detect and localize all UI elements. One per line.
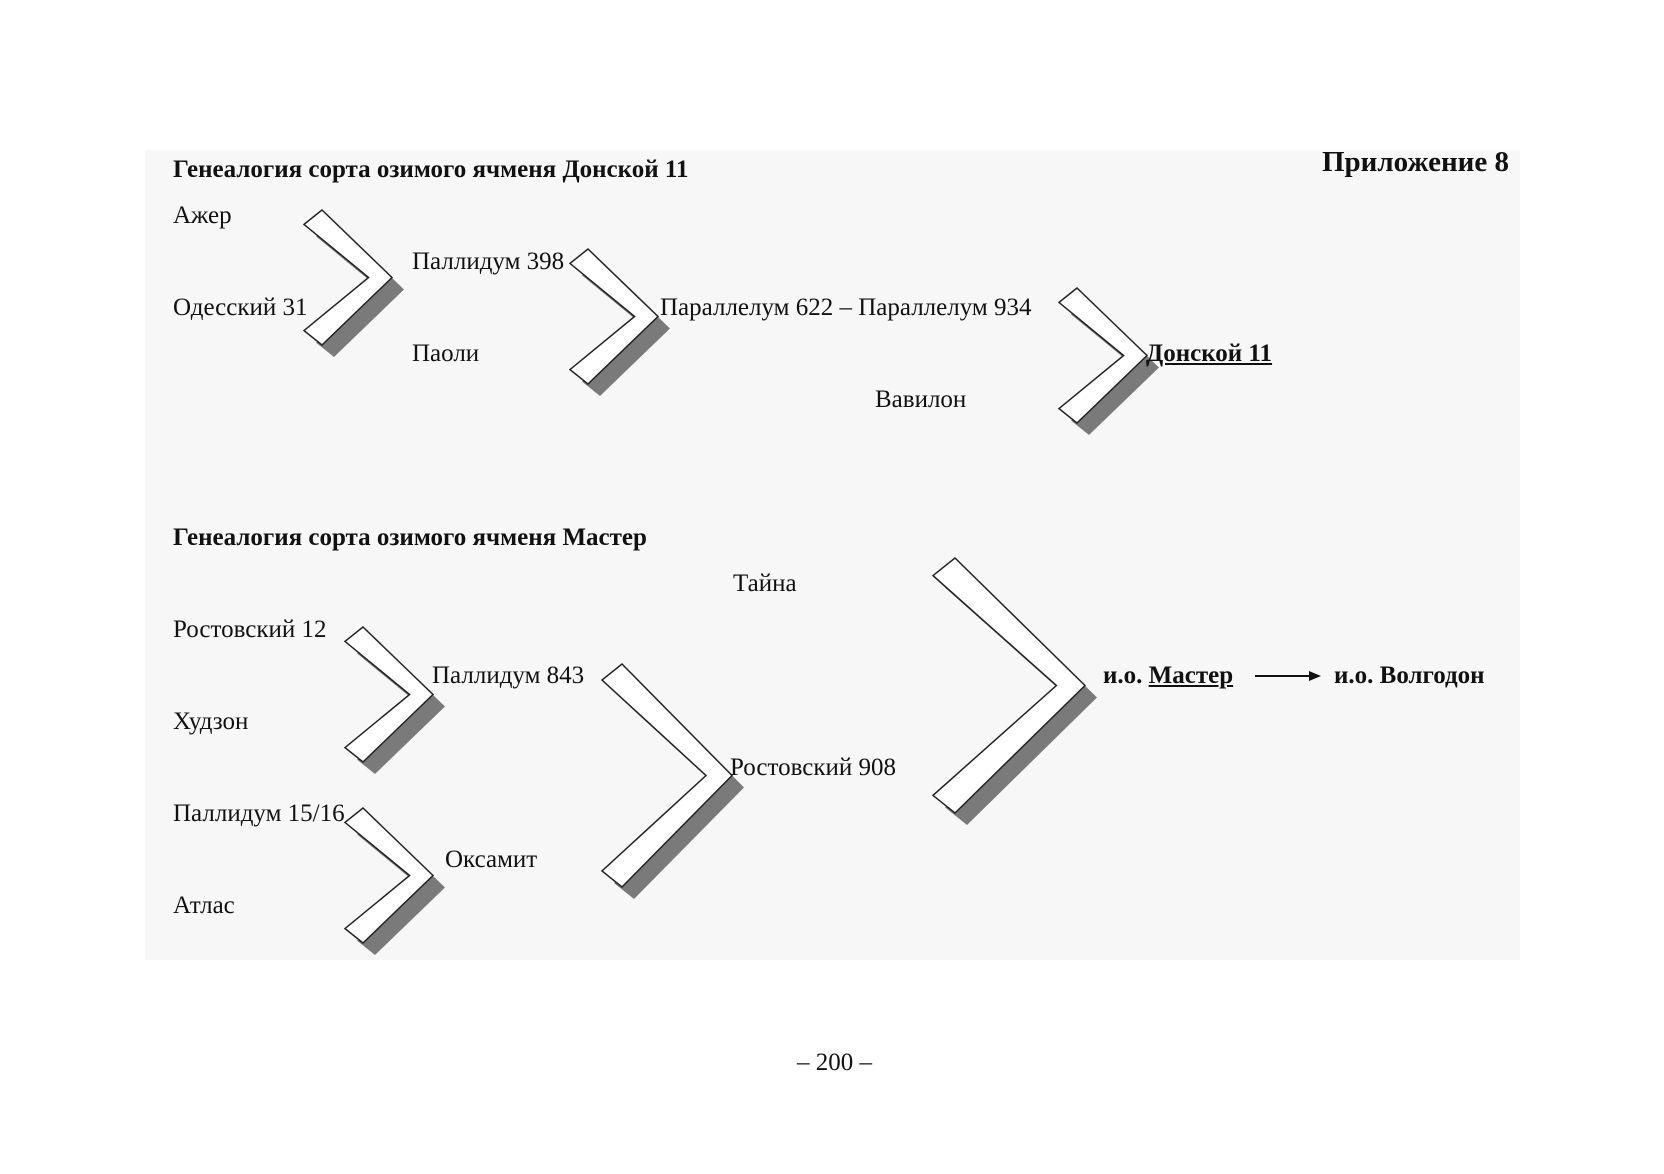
chevron-2 [568,248,670,396]
node-volgodon: и.о. Волгодон [1334,662,1485,689]
chevron-1 [302,209,404,357]
node-atlas: Атлас [173,892,235,919]
node-pallidum-398: Паллидум 398 [412,248,565,275]
node-pallidum-843: Паллидум 843 [432,662,585,689]
chevron-7 [343,807,445,955]
chevron-2-shape [568,248,660,385]
chevron-5 [600,662,744,899]
chevron-7-shape [343,807,435,944]
chevron-4 [343,626,445,774]
node-tayna: Тайна [733,570,797,597]
node-master-group: и.о. Мастер [1103,663,1233,688]
page-number: – 200 – [797,1049,872,1076]
chevron-3-shape [1057,287,1149,424]
node-vavilon: Вавилон [875,386,967,413]
node-hudzon: Худзон [173,708,249,735]
node-rostovsky-12: Ростовский 12 [173,616,327,643]
chevron-6-shape [931,556,1087,815]
arrow-master-to-volgodon [1255,671,1321,681]
node-odessky-31: Одесский 31 [173,294,308,321]
diagram1-title: Генеалогия сорта озимого ячменя Донской … [173,156,689,183]
node-paoli: Паоли [412,340,480,367]
appendix-label: Приложение 8 [1322,146,1509,178]
chevron-4-shape [343,626,435,763]
node-rostovsky-908: Ростовский 908 [730,754,897,781]
node-pallidum-15-16: Паллидум 15/16 [173,800,345,827]
node-oksamit: Оксамит [445,846,538,873]
node-master: Мастер [1148,662,1234,689]
chevron-6 [931,556,1097,825]
chevron-5-shape [600,662,734,889]
diagram2-title: Генеалогия сорта озимого ячменя Мастер [173,524,647,551]
node-donskoy-11: Донской 11 [1146,340,1273,367]
chevron-1-shape [302,209,394,346]
node-parallelum: Параллелум 622 – Параллелум 934 [660,294,1032,321]
chevron-3 [1057,287,1159,435]
io-prefix: и.о. [1103,662,1143,689]
node-azher: Ажер [173,202,232,229]
